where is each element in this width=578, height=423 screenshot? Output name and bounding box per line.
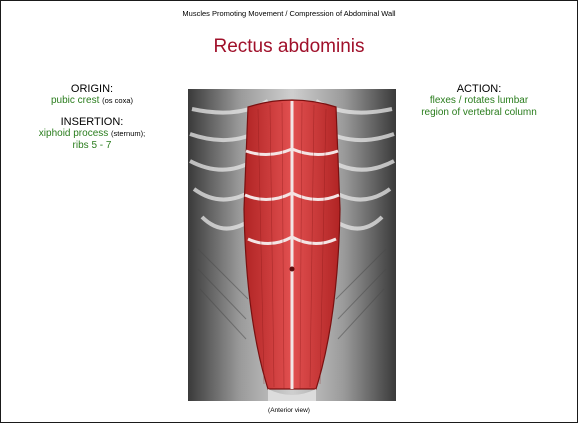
umbilicus: [290, 267, 295, 272]
origin-value: pubic crest: [51, 95, 99, 106]
action-label: ACTION:: [404, 83, 554, 95]
insertion-value-2: ribs 5 - 7: [21, 140, 163, 152]
insertion-note: (sternum);: [111, 129, 145, 138]
origin-label: ORIGIN:: [21, 83, 163, 95]
action-line-2: region of vertebral column: [404, 107, 554, 119]
slide-title: Rectus abdominis: [1, 36, 577, 58]
rectus-abdominis-illustration: [188, 89, 396, 401]
left-column: ORIGIN: pubic crest (os coxa) INSERTION:…: [21, 83, 163, 161]
origin-block: ORIGIN: pubic crest (os coxa): [21, 83, 163, 107]
slide-header: Muscles Promoting Movement / Compression…: [1, 9, 577, 18]
right-column: ACTION: flexes / rotates lumbar region o…: [404, 83, 554, 119]
insertion-block: INSERTION: xiphoid process (sternum); ri…: [21, 116, 163, 152]
origin-text: pubic crest (os coxa): [21, 95, 163, 107]
origin-note: (os coxa): [102, 96, 133, 105]
action-line-1: flexes / rotates lumbar: [404, 95, 554, 107]
insertion-text: xiphoid process (sternum);: [21, 128, 163, 140]
figure-caption: (Anterior view): [1, 407, 577, 414]
insertion-label: INSERTION:: [21, 116, 163, 128]
insertion-value-1: xiphoid process: [39, 128, 108, 139]
